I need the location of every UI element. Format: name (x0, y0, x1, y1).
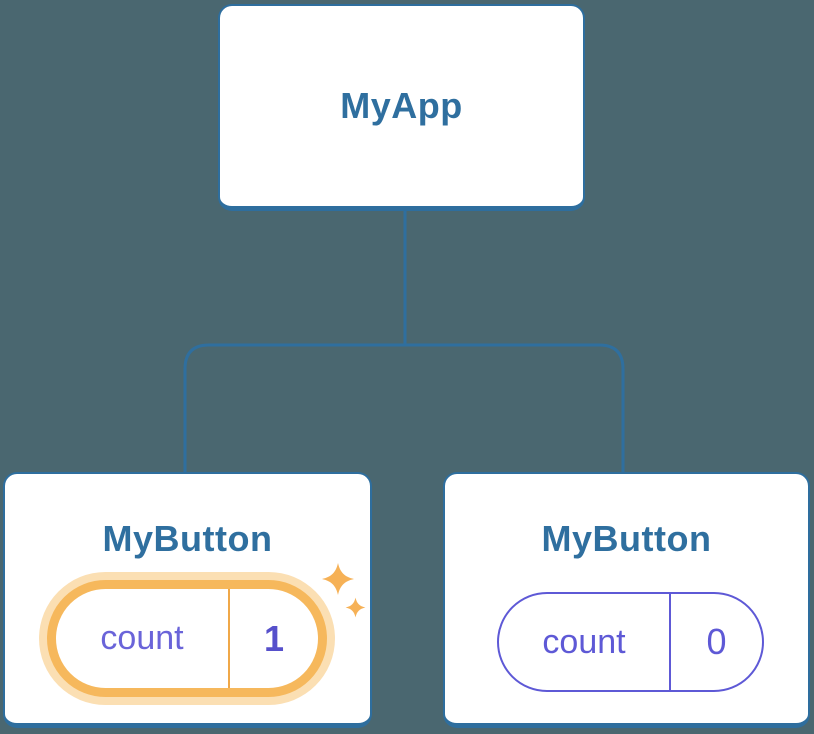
node-mybutton-active-label: MyButton (102, 518, 273, 559)
node-mybutton-idle-label: MyButton (541, 518, 712, 559)
state-value-label: 1 (263, 617, 285, 659)
sparkle-icon-small (345, 597, 366, 618)
state-pill-count-1: count 1 (47, 580, 327, 697)
state-value-label: 0 (706, 621, 727, 662)
node-mybutton-active: MyButton count 1 (3, 472, 372, 728)
sparkle-icon (322, 563, 354, 595)
state-pill-divider (228, 589, 230, 688)
state-pill-divider (669, 594, 671, 690)
state-name-label: count (542, 622, 626, 661)
state-name-label: count (100, 619, 184, 657)
state-pill-count-0: count 0 (497, 592, 764, 692)
node-myapp: MyApp (218, 4, 585, 211)
node-mybutton-idle: MyButton count 0 (443, 472, 810, 728)
node-myapp-label: MyApp (340, 85, 463, 126)
